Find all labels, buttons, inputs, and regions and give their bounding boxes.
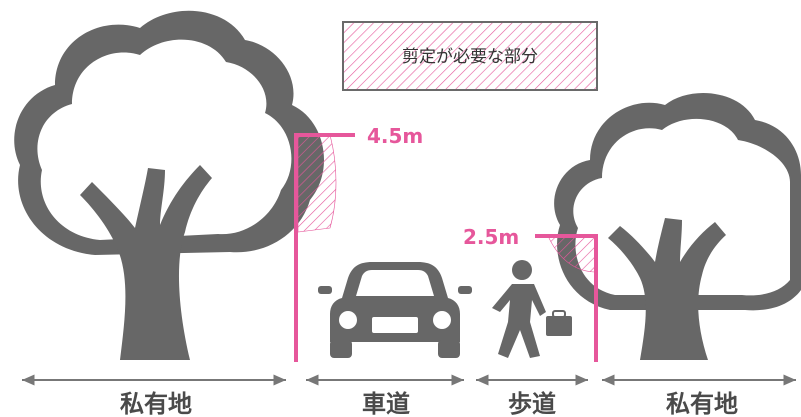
left-tree-trunk <box>80 165 212 360</box>
private-left-label: 私有地 <box>120 390 192 417</box>
legend-label: 剪定が必要な部分 <box>402 47 538 67</box>
sidewalk-clearance-line <box>535 234 598 362</box>
car-icon <box>318 262 472 358</box>
legend: 剪定が必要な部分 <box>342 21 598 91</box>
sidewalk-clearance-label: 2.5m <box>463 225 519 249</box>
legend-swatch <box>342 21 598 91</box>
right-tree-trunk <box>608 218 726 360</box>
pedestrian-icon <box>492 260 572 358</box>
road-clearance-label: 4.5m <box>367 124 423 148</box>
sidewalk-label: 歩道 <box>508 390 556 417</box>
left-tree-crown-inner <box>37 39 292 241</box>
road-pruning-area <box>297 134 337 233</box>
private-right-label: 私有地 <box>666 390 738 417</box>
right-tree <box>554 93 801 360</box>
road-label: 車道 <box>362 390 410 417</box>
road-clearance-line <box>294 133 355 362</box>
left-tree <box>14 10 324 360</box>
